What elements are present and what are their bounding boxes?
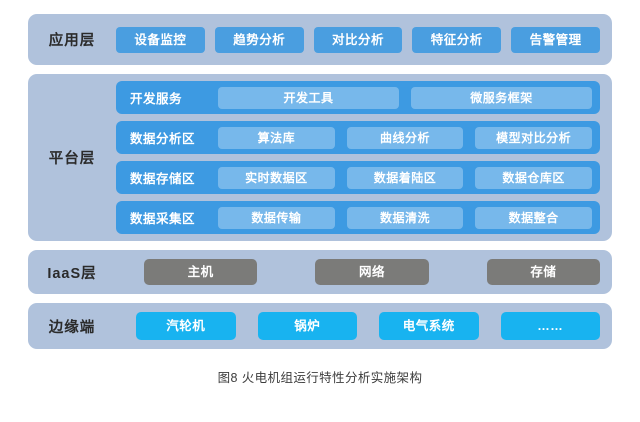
- chip-edge-more-ellipsis[interactable]: ……: [500, 312, 600, 340]
- chip-application-device-monitoring[interactable]: 设备监控: [116, 26, 205, 53]
- platform-row-label-data-storage: 数据存储区: [130, 172, 196, 186]
- platform-row-label-dev-services: 开发服务: [130, 92, 183, 106]
- platform-chip-group-data-collection: 数据传输 数据清洗 数据整合: [218, 206, 593, 229]
- edge-chip-group: 汽轮机 锅炉 电气系统 ……: [116, 312, 600, 340]
- chip-iaas-network[interactable]: 网络: [315, 259, 429, 285]
- layer-title-platform: 平台层: [48, 151, 96, 167]
- chip-platform-realtime-data-zone[interactable]: 实时数据区: [218, 166, 335, 189]
- platform-row-label-data-analysis: 数据分析区: [130, 132, 196, 146]
- layer-body-application: 设备监控 趋势分析 对比分析 特征分析 告警管理: [116, 26, 612, 53]
- chip-platform-microservice-framework[interactable]: 微服务框架: [411, 86, 592, 109]
- layer-card-iaas: IaaS层 主机 网络 存储: [28, 250, 612, 294]
- chip-platform-data-warehouse-zone[interactable]: 数据仓库区: [475, 166, 593, 189]
- platform-chip-group-data-storage: 实时数据区 数据着陆区 数据仓库区: [218, 166, 593, 189]
- chip-platform-data-landing-zone[interactable]: 数据着陆区: [346, 166, 464, 189]
- chip-edge-steam-turbine[interactable]: 汽轮机: [136, 312, 236, 340]
- platform-row-label-data-collection: 数据采集区: [130, 212, 196, 226]
- chip-platform-data-integration[interactable]: 数据整合: [475, 206, 593, 229]
- chip-application-trend-analysis[interactable]: 趋势分析: [214, 26, 304, 53]
- platform-chip-group-data-analysis: 算法库 曲线分析 模型对比分析: [218, 126, 593, 149]
- chip-iaas-storage[interactable]: 存储: [486, 259, 600, 285]
- layer-card-application: 应用层 设备监控 趋势分析 对比分析 特征分析 告警管理: [28, 14, 612, 65]
- chip-platform-data-cleaning[interactable]: 数据清洗: [346, 206, 464, 229]
- iaas-chip-group: 主机 网络 存储: [116, 259, 600, 285]
- figure-caption: 图8 火电机组运行特性分析实施架构: [217, 371, 423, 385]
- platform-row-data-storage: 数据存储区 实时数据区 数据着陆区 数据仓库区: [116, 161, 600, 194]
- chip-platform-dev-tools[interactable]: 开发工具: [218, 86, 399, 109]
- chip-application-feature-analysis[interactable]: 特征分析: [412, 26, 502, 53]
- layer-card-platform: 平台层 开发服务 开发工具 微服务框架 数据分析区 算法库 曲线分析 模型对比分…: [28, 74, 612, 241]
- application-chip-group: 设备监控 趋势分析 对比分析 特征分析 告警管理: [116, 26, 600, 53]
- layer-card-edge: 边缘端 汽轮机 锅炉 电气系统 ……: [28, 303, 612, 349]
- chip-platform-curve-analysis[interactable]: 曲线分析: [346, 126, 464, 149]
- layer-body-edge: 汽轮机 锅炉 电气系统 ……: [116, 312, 612, 340]
- platform-chip-group-dev-services: 开发工具 微服务框架: [218, 86, 592, 109]
- layer-body-iaas: 主机 网络 存储: [116, 259, 612, 285]
- layer-title-iaas: IaaS层: [47, 265, 97, 282]
- layer-title-edge: 边缘端: [48, 319, 96, 336]
- layer-title-application: 应用层: [48, 33, 96, 49]
- chip-application-comparison-analysis[interactable]: 对比分析: [313, 26, 403, 53]
- chip-platform-model-comparison-analysis[interactable]: 模型对比分析: [475, 126, 593, 149]
- platform-row-dev-services: 开发服务 开发工具 微服务框架: [116, 81, 600, 114]
- platform-row-data-collection: 数据采集区 数据传输 数据清洗 数据整合: [116, 201, 600, 234]
- chip-iaas-host[interactable]: 主机: [144, 259, 258, 285]
- platform-row-data-analysis: 数据分析区 算法库 曲线分析 模型对比分析: [116, 121, 600, 154]
- chip-edge-electrical-system[interactable]: 电气系统: [379, 312, 479, 340]
- chip-platform-data-transmission[interactable]: 数据传输: [218, 206, 335, 229]
- platform-row-group: 开发服务 开发工具 微服务框架 数据分析区 算法库 曲线分析 模型对比分析 数据…: [116, 81, 612, 234]
- chip-platform-algorithm-library[interactable]: 算法库: [218, 126, 335, 149]
- chip-application-alarm-management[interactable]: 告警管理: [511, 26, 600, 53]
- chip-edge-boiler[interactable]: 锅炉: [257, 312, 357, 340]
